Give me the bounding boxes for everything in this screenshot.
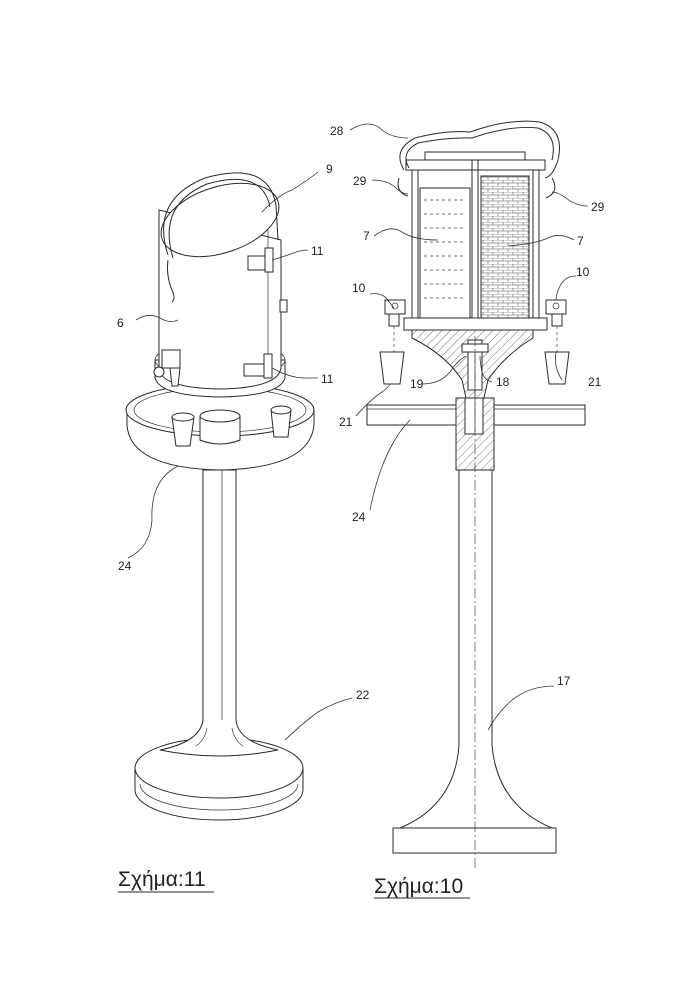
label-21-right: 21 <box>588 375 602 389</box>
label-21-left: 21 <box>339 415 353 429</box>
caption-figure-10: Σχήμα:10 <box>374 875 463 898</box>
caption-figure-11: Σχήμα:11 <box>118 868 206 891</box>
fig11-column <box>160 470 278 756</box>
label-17: 17 <box>557 674 571 688</box>
fig10-liquid <box>420 188 470 318</box>
label-29-right: 29 <box>591 200 605 214</box>
label-7-right: 7 <box>577 234 584 248</box>
label-18: 18 <box>496 375 510 389</box>
label-10-right: 10 <box>576 265 590 279</box>
label-19: 19 <box>410 377 424 391</box>
figure-10-drawing <box>367 121 585 870</box>
fig10-column <box>400 460 552 828</box>
label-24-fig11: 24 <box>118 559 132 573</box>
label-24-fig10: 24 <box>352 510 366 524</box>
label-29-left: 29 <box>353 174 367 188</box>
label-6: 6 <box>117 316 124 330</box>
label-9: 9 <box>326 162 333 176</box>
label-10-left: 10 <box>352 281 366 295</box>
fig10-filter-medium <box>481 176 529 318</box>
captions: Σχήμα:11 Σχήμα:10 <box>118 868 470 898</box>
label-7-left: 7 <box>363 229 370 243</box>
label-11-lower: 11 <box>321 372 334 386</box>
fig10-base <box>393 828 556 853</box>
label-28: 28 <box>330 124 344 138</box>
label-22: 22 <box>356 688 370 702</box>
label-11-upper: 11 <box>311 244 324 258</box>
